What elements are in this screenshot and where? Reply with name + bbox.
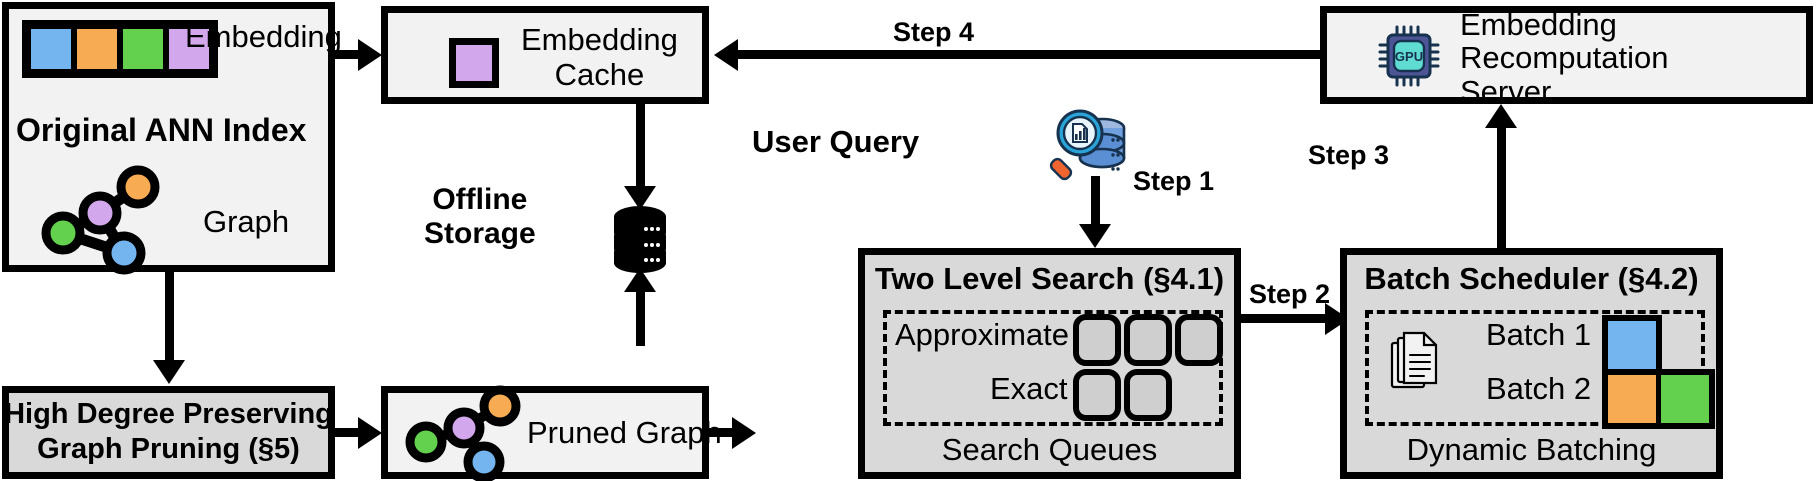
exact-slot-row	[1073, 369, 1172, 421]
two-level-search-title: Two Level Search (§4.1)	[874, 261, 1225, 296]
step3-label: Step 3	[1308, 140, 1390, 170]
arrowhead-query-to-search	[1079, 224, 1111, 248]
approximate-slot-row	[1073, 314, 1223, 366]
database-icon	[614, 206, 666, 273]
original-ann-index-title: Original ANN Index	[16, 112, 307, 148]
embedding-swatch-purple	[166, 26, 212, 72]
recompute-server-line2: Recomputation	[1460, 40, 1669, 76]
connector-pruning-to-pruned	[335, 428, 363, 437]
connector-index-to-pruning	[165, 272, 174, 364]
connector-index-to-cache	[335, 50, 363, 59]
exact-row-label: Exact	[990, 371, 1068, 406]
arrowhead-pruned-to-storage	[624, 268, 656, 292]
queue-slot	[1124, 314, 1172, 366]
recompute-server-title: Embedding Recomputation Server	[1460, 7, 1669, 109]
graph-pruning-line1: High Degree Preserving	[4, 398, 333, 430]
arrowhead-server-to-cache	[714, 39, 738, 71]
connector-cache-to-storage	[636, 104, 645, 190]
embedding-label: Embedding	[185, 19, 342, 54]
arrowhead-pruned-to-search	[732, 417, 756, 449]
connector-query-to-search	[1091, 176, 1100, 230]
connector-server-to-cache	[738, 50, 1320, 59]
recompute-server-line3: Server	[1460, 73, 1552, 109]
connector-pruned-to-search	[709, 428, 737, 437]
dynamic-batching-dashed-region	[1365, 310, 1705, 426]
gpu-chip-icon: GPU	[1378, 25, 1440, 87]
graph-pruning-box	[2, 386, 335, 479]
step1-label: Step 1	[1133, 166, 1215, 196]
offline-storage-line2: Storage	[424, 216, 536, 250]
recompute-server-line1: Embedding	[1460, 7, 1617, 42]
embedding-swatch-orange	[74, 26, 120, 72]
queue-slot	[1073, 369, 1121, 421]
offline-storage-label: Offline Storage	[424, 183, 536, 250]
queue-slot	[1073, 314, 1121, 366]
dynamic-batching-footer: Dynamic Batching	[1406, 432, 1657, 467]
connector-pruned-to-storage	[636, 288, 645, 346]
graph-label: Graph	[203, 204, 290, 239]
embedding-swatch-blue	[28, 26, 74, 72]
batch-2-swatches	[1602, 369, 1715, 429]
search-queues-dashed-region	[883, 310, 1223, 426]
embedding-swatch-green	[120, 26, 166, 72]
batch-swatch-green	[1656, 375, 1709, 423]
pruned-graph-label: Pruned Graph	[527, 415, 722, 450]
connector-search-to-scheduler	[1241, 314, 1337, 323]
embedding-cache-box	[381, 6, 709, 104]
user-query-label: User Query	[752, 124, 920, 159]
batch-swatch-orange	[1608, 375, 1656, 423]
batch-scheduler-title: Batch Scheduler (§4.2)	[1364, 261, 1699, 296]
gpu-icon-text: GPU	[1395, 49, 1423, 64]
batch-swatch-blue	[1608, 321, 1656, 369]
batch-1-swatches	[1602, 315, 1662, 375]
embedding-cache-title-line1: Embedding	[521, 22, 678, 57]
query-database-search-icon	[1049, 109, 1126, 181]
arrowhead-cache-to-storage	[624, 186, 656, 210]
queue-slot	[1175, 314, 1223, 366]
step4-label: Step 4	[893, 17, 975, 47]
embedding-cache-title-line2: Cache	[554, 56, 645, 92]
offline-storage-line1: Offline	[432, 183, 528, 216]
embedding-swatch-strip	[22, 20, 218, 78]
pruned-graph-icon	[405, 385, 521, 481]
arrowhead-index-to-pruning	[153, 360, 185, 384]
arrowhead-index-to-cache	[358, 39, 382, 71]
search-queues-footer: Search Queues	[941, 432, 1158, 467]
approximate-row-label: Approximate	[895, 317, 1070, 352]
embedding-cache-chip-icon	[449, 38, 499, 88]
step2-label: Step 2	[1249, 279, 1331, 309]
graph-pruning-label: High Degree Preserving Graph Pruning (§5…	[2, 397, 335, 467]
two-level-search-box	[858, 248, 1241, 479]
embedding-cache-title: Embedding Cache	[521, 22, 678, 92]
batch-2-label: Batch 2	[1486, 371, 1592, 406]
queue-slot	[1124, 369, 1172, 421]
documents-stack-icon	[1390, 331, 1438, 389]
arrowhead-pruning-to-pruned	[358, 417, 382, 449]
arrowhead-scheduler-to-server	[1485, 104, 1517, 128]
connector-scheduler-to-server	[1497, 128, 1506, 248]
batch-1-label: Batch 1	[1486, 317, 1592, 352]
original-graph-icon	[41, 165, 160, 275]
graph-pruning-line2: Graph Pruning (§5)	[37, 432, 300, 465]
